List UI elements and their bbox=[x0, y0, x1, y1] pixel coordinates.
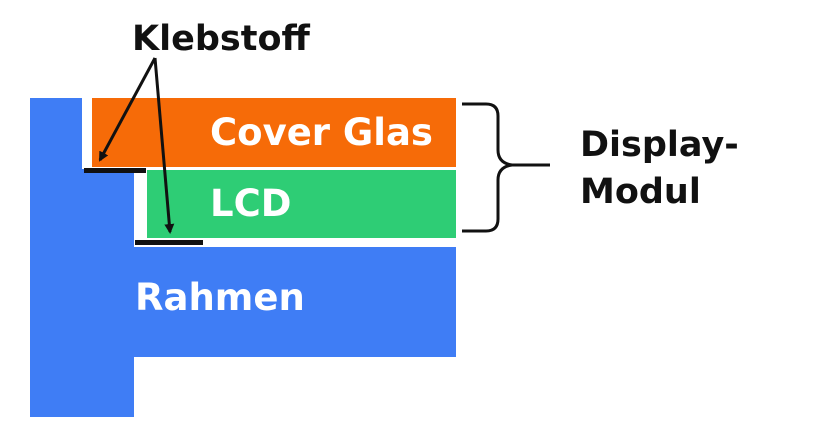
cover-glass-layer bbox=[92, 98, 456, 167]
adhesive-arrow-lower bbox=[153, 57, 175, 234]
frame-label: Rahmen bbox=[135, 276, 305, 319]
display-module-label-line2: Modul bbox=[580, 172, 701, 212]
cover-glass-label: Cover Glas bbox=[210, 111, 433, 154]
lcd-layer bbox=[147, 170, 456, 238]
adhesive-strip-upper bbox=[84, 168, 146, 173]
adhesive-strip-lower bbox=[135, 240, 203, 245]
frame-shape bbox=[30, 98, 456, 417]
display-module-label-line1: Display- bbox=[580, 125, 739, 165]
adhesive-label: Klebstoff bbox=[132, 19, 311, 59]
adhesive-arrow-upper bbox=[98, 57, 157, 162]
lcd-label: LCD bbox=[210, 182, 291, 225]
display-module-brace bbox=[462, 102, 550, 233]
